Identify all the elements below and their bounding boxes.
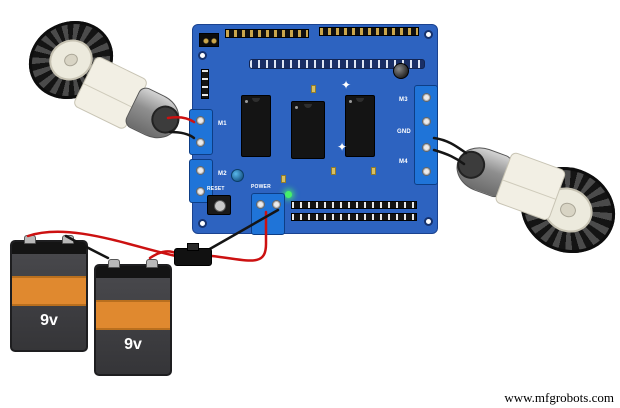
terminal-screw xyxy=(422,167,431,176)
stacking-header xyxy=(249,59,425,69)
silk-star-icon: ✦ xyxy=(337,140,348,154)
female-header-bottom-1 xyxy=(291,201,417,209)
electrolytic-capacitor xyxy=(393,63,409,79)
left-gear-motor xyxy=(71,54,190,153)
battery-top xyxy=(96,266,170,278)
smd-capacitor xyxy=(331,167,336,175)
battery-voltage-label: 9v xyxy=(40,312,58,329)
silk-label-reset: RESET xyxy=(207,186,225,192)
pin-header-left xyxy=(201,69,209,99)
silk-label-m4: M4 xyxy=(399,159,408,165)
driver-ic-1 xyxy=(241,95,271,157)
battery-band xyxy=(96,300,170,330)
smd-capacitor xyxy=(311,85,316,93)
terminal-screw xyxy=(422,93,431,102)
battery-top xyxy=(12,242,86,254)
terminal-screw xyxy=(196,138,205,147)
smd-capacitor xyxy=(371,167,376,175)
mount-hole xyxy=(198,219,207,228)
battery-voltage-label: 9v xyxy=(124,336,142,353)
terminal-screw xyxy=(272,200,281,209)
right-motor-endcap xyxy=(453,146,490,183)
right-gear-motor xyxy=(448,134,567,223)
mount-hole xyxy=(424,217,433,226)
battery-terminal-positive xyxy=(108,259,120,268)
battery-9v-1: 9v xyxy=(10,235,88,352)
silk-label-m1: M1 xyxy=(218,121,227,127)
terminal-screw xyxy=(196,187,205,196)
left-motor-endcap xyxy=(146,100,185,139)
terminal-screw xyxy=(422,117,431,126)
silk-label-m3: M3 xyxy=(399,97,408,103)
battery-terminal-positive xyxy=(24,235,36,244)
terminal-m3-m4 xyxy=(414,85,438,185)
terminal-screw xyxy=(196,166,205,175)
mount-hole xyxy=(198,51,207,60)
silk-label-gnd: GND xyxy=(397,129,411,135)
switch-lever xyxy=(187,243,199,251)
right-gearbox-seam xyxy=(502,179,556,200)
left-gearbox-seam xyxy=(83,82,135,109)
battery-terminal-negative xyxy=(62,235,74,244)
smd-capacitor xyxy=(281,175,286,183)
watermark-text: www.mfgrobots.com xyxy=(504,390,614,405)
terminal-screw xyxy=(422,143,431,152)
power-led xyxy=(285,191,292,198)
battery-terminal-negative xyxy=(146,259,158,268)
terminal-screw xyxy=(256,200,265,209)
silk-label-m2: M2 xyxy=(218,171,227,177)
driver-ic-3 xyxy=(345,95,375,157)
pin-header-top-right xyxy=(319,27,419,36)
mount-hole xyxy=(424,30,433,39)
pin-header-top-left xyxy=(225,29,309,38)
battery-band xyxy=(12,276,86,306)
silk-star-icon: ✦ xyxy=(341,78,352,92)
silk-label-power: POWER xyxy=(251,184,271,190)
ceramic-capacitor xyxy=(231,169,244,182)
battery-9v-2: 9v xyxy=(94,259,172,376)
reset-button xyxy=(207,195,231,215)
jumper-block xyxy=(199,33,219,47)
female-header-bottom-2 xyxy=(291,213,417,221)
terminal-screw xyxy=(196,116,205,125)
motor-shield-board: ✦ ✦ M1 M2 M3 GND M4 POWER xyxy=(189,24,438,235)
driver-ic-2 xyxy=(291,101,325,159)
terminal-m1 xyxy=(189,109,213,155)
terminal-power xyxy=(251,193,285,235)
power-switch xyxy=(174,243,212,266)
